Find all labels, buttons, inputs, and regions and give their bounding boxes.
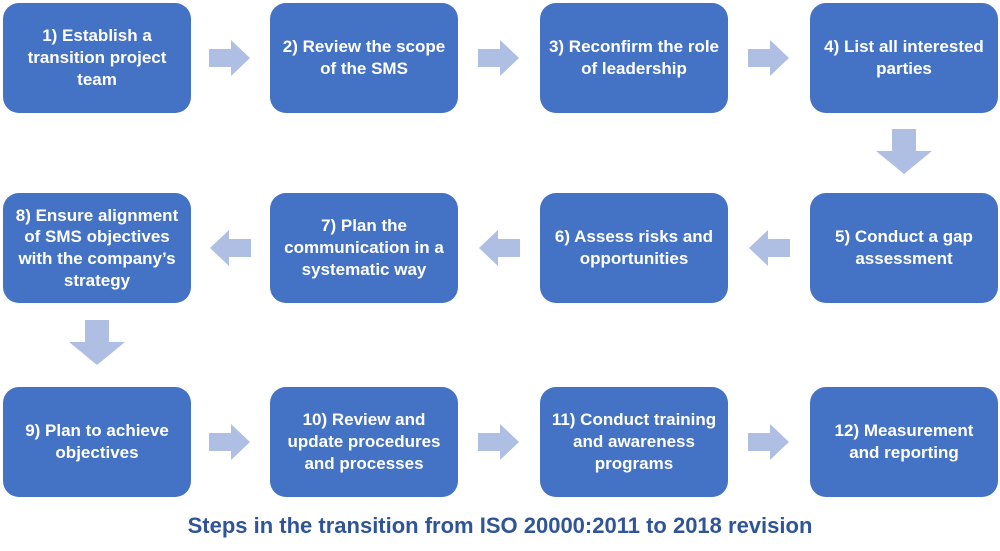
right-arrow-icon: [209, 40, 250, 76]
arrow-3-to-4: [748, 39, 790, 77]
step-box-2: 2) Review the scope of the SMS: [270, 3, 458, 113]
step-box-8: 8) Ensure alignment of SMS objectives wi…: [3, 193, 191, 303]
right-arrow-icon: [748, 40, 789, 76]
step-label-7: 7) Plan the communication in a systemati…: [284, 216, 444, 279]
step-label-9: 9) Plan to achieve objectives: [25, 421, 169, 462]
step-box-3: 3) Reconfirm the role of leadership: [540, 3, 728, 113]
step-box-9: 9) Plan to achieve objectives: [3, 387, 191, 497]
step-label-10: 10) Review and update procedures and pro…: [287, 410, 441, 473]
step-label-11: 11) Conduct training and awareness progr…: [551, 410, 717, 473]
step-label-12: 12) Measurement and reporting: [834, 421, 974, 462]
step-label-3: 3) Reconfirm the role of leadership: [548, 37, 720, 78]
arrow-5-to-6: [748, 229, 790, 267]
arrow-10-to-11: [478, 423, 520, 461]
arrow-6-to-7: [478, 229, 520, 267]
step-box-4: 4) List all interested parties: [810, 3, 998, 113]
right-arrow-icon: [209, 424, 250, 460]
arrow-7-to-8: [209, 229, 251, 267]
step-box-6: 6) Assess risks and opportunities: [540, 193, 728, 303]
step-label-2: 2) Review the scope of the SMS: [282, 37, 446, 78]
step-label-1: 1) Establish a transition project team: [27, 26, 167, 89]
down-arrow-icon: [876, 129, 932, 174]
step-box-1: 1) Establish a transition project team: [3, 3, 191, 113]
arrow-9-to-10: [209, 423, 251, 461]
right-arrow-icon: [748, 424, 789, 460]
arrow-2-to-3: [478, 39, 520, 77]
step-label-6: 6) Assess risks and opportunities: [554, 227, 714, 268]
step-box-7: 7) Plan the communication in a systemati…: [270, 193, 458, 303]
left-arrow-icon: [210, 230, 251, 266]
step-label-4: 4) List all interested parties: [824, 37, 984, 78]
left-arrow-icon: [749, 230, 790, 266]
step-box-12: 12) Measurement and reporting: [810, 387, 998, 497]
diagram-caption: Steps in the transition from ISO 20000:2…: [187, 513, 813, 538]
arrow-4-to-5: [875, 129, 933, 175]
arrow-11-to-12: [748, 423, 790, 461]
right-arrow-icon: [478, 424, 519, 460]
step-label-5: 5) Conduct a gap assessment: [835, 227, 973, 268]
down-arrow-icon: [69, 320, 125, 365]
step-label-8: 8) Ensure alignment of SMS objectives wi…: [15, 205, 179, 290]
step-box-11: 11) Conduct training and awareness progr…: [540, 387, 728, 497]
arrow-8-to-9: [68, 320, 126, 366]
left-arrow-icon: [479, 230, 520, 266]
step-box-10: 10) Review and update procedures and pro…: [270, 387, 458, 497]
right-arrow-icon: [478, 40, 519, 76]
arrow-1-to-2: [209, 39, 251, 77]
step-box-5: 5) Conduct a gap assessment: [810, 193, 998, 303]
